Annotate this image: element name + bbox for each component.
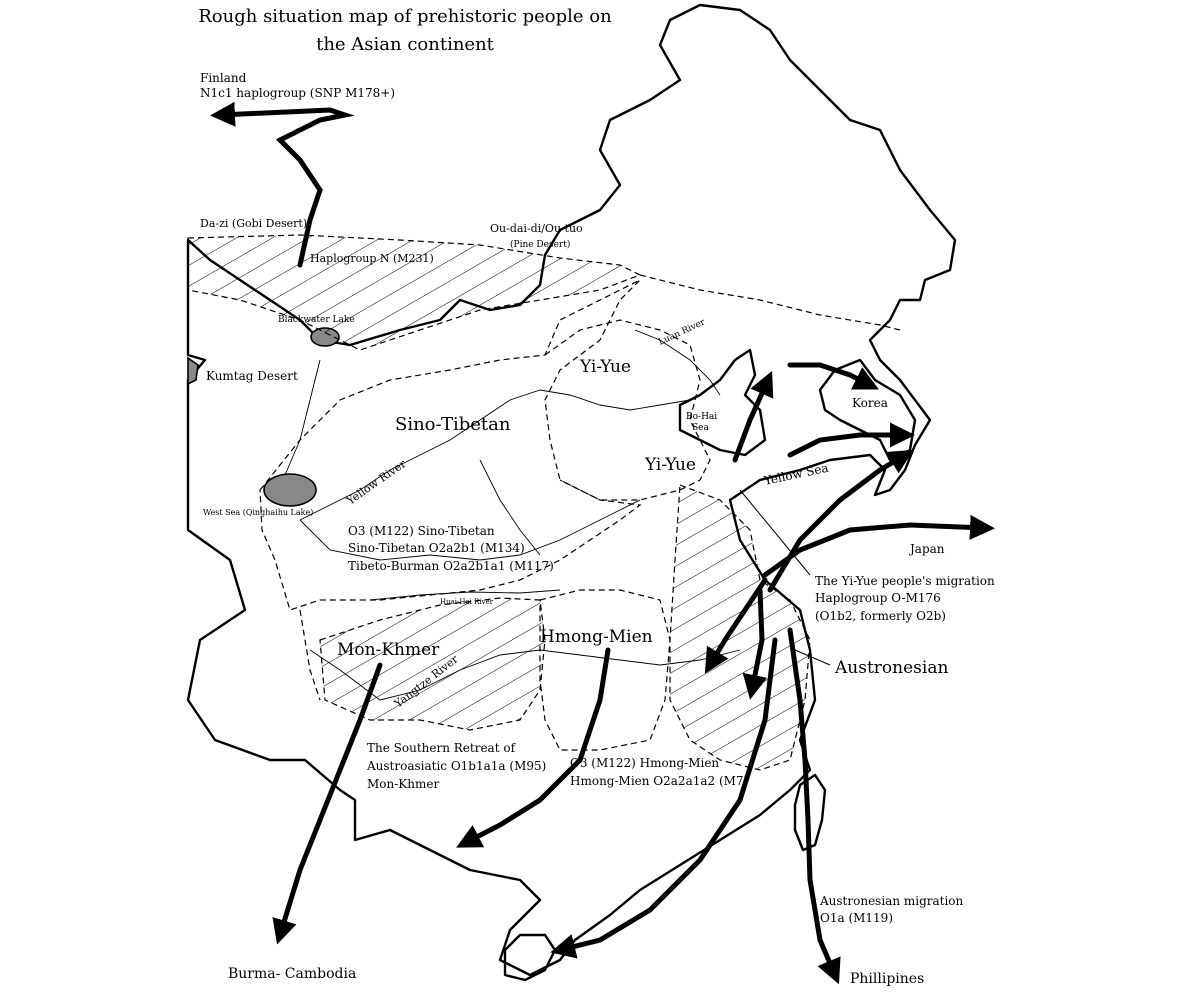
finland-arrow — [210, 101, 355, 268]
label-yi-yue-mid: Yi-Yue — [644, 455, 696, 475]
label-yi-yue-top: Yi-Yue — [579, 357, 631, 377]
label-blackwater: Blackwater Lake — [278, 315, 355, 325]
korea-arrow-2 — [787, 422, 915, 458]
yi-yue-boundary — [544, 319, 711, 501]
burma-arrow — [272, 662, 383, 945]
label-o3-hmong: O3 (M122) Hmong-Mien — [570, 756, 719, 770]
label-bohai-1: Bo-Hai — [686, 412, 717, 422]
label-dazi: Da-zi (Gobi Desert) — [200, 217, 307, 230]
title-line-2: the Asian continent — [316, 34, 495, 55]
label-austronesian-migration-1: Austronesian migration — [819, 894, 964, 908]
label-sino-o2: Sino-Tibetan O2a2b1 (M134) — [348, 541, 525, 555]
taiwan-outline — [793, 773, 827, 852]
yi-yue-migration-leader — [739, 489, 811, 576]
japan-arrow — [762, 514, 995, 578]
title-line-1: Rough situation map of prehistoric peopl… — [198, 6, 612, 27]
yellow-river — [299, 389, 691, 521]
yangtze-river — [309, 649, 741, 701]
northern-boundary — [639, 274, 901, 331]
label-southern-2: Austroasiatic O1b1a1a (M95) — [366, 759, 546, 773]
kumtag-lake — [187, 356, 199, 386]
label-tibeto-burman: Tibeto-Burman O2a2b1a1 (M117) — [348, 559, 554, 573]
huai-river — [369, 589, 561, 601]
label-korea: Korea — [852, 396, 888, 410]
phillipines-arrow — [787, 627, 841, 985]
label-kumtag: Kumtag Desert — [206, 369, 298, 383]
label-pine-desert: (Pine Desert) — [510, 239, 570, 250]
hmong-mien-boundary — [539, 589, 671, 751]
austronesian-region — [669, 484, 811, 771]
label-hmong-o2: Hmong-Mien O2a2a1a2 (M7) — [570, 774, 748, 788]
hainan-outline — [503, 933, 557, 982]
label-japan: Japan — [908, 542, 945, 556]
label-yi-yue-migration-3: (O1b2, formerly O2b) — [815, 609, 946, 623]
yellow-sea-arrow — [767, 449, 914, 593]
label-hmong-mien: Hmong-Mien — [540, 627, 653, 647]
label-southern-3: Mon-Khmer — [367, 777, 439, 791]
austronesian-leader — [794, 649, 831, 666]
label-o3-sino: O3 (M122) Sino-Tibetan — [348, 524, 495, 538]
label-southern-1: The Southern Retreat of — [367, 741, 517, 755]
label-bohai-2: Sea — [692, 423, 709, 433]
korea-arrow-1 — [787, 362, 879, 390]
label-yellow-sea: Yellow Sea — [762, 461, 830, 489]
label-mon-khmer: Mon-Khmer — [337, 640, 440, 660]
korea-outline — [818, 358, 917, 462]
bohai-sea-outline — [678, 348, 767, 457]
hainan-arrow — [550, 637, 778, 959]
southwest-coast-arrow — [704, 577, 768, 674]
label-oudaidi: Ou-dai-di/Ou tuo — [490, 222, 583, 235]
coastline — [186, 3, 957, 977]
label-west-sea: West Sea (Qinghaihu Lake) — [203, 508, 313, 517]
south-coast-arrow — [742, 587, 768, 700]
label-austronesian: Austronesian — [834, 658, 948, 678]
qinghai-lake — [263, 473, 317, 507]
label-sino-tibetan: Sino-Tibetan — [395, 414, 511, 435]
bohai-arrow — [732, 370, 774, 463]
label-haplogroup-n: Haplogroup N (M231) — [310, 252, 434, 265]
hmong-south-arrow — [456, 647, 611, 848]
label-yi-yue-migration-1: The Yi-Yue people's migration — [815, 574, 995, 588]
southwest-boundary — [299, 609, 321, 701]
label-phillipines: Phillipines — [850, 971, 924, 987]
label-austronesian-migration-2: O1a (M119) — [820, 911, 893, 925]
label-burma-cambodia: Burma- Cambodia — [228, 966, 356, 982]
label-yellow-river: Yellow River — [343, 457, 409, 508]
label-huai-river: Huai-Hai River — [440, 598, 494, 606]
mon-khmer-region — [319, 597, 546, 731]
label-finland: Finland — [200, 71, 247, 85]
label-n1c1: N1c1 haplogroup (SNP M178+) — [200, 86, 395, 100]
label-yi-yue-migration-2: Haplogroup O-M176 — [815, 591, 941, 605]
luan-river — [634, 329, 721, 396]
yellow-river-lower — [299, 499, 641, 561]
tributary-central — [479, 459, 541, 556]
tributary-north — [284, 359, 321, 476]
